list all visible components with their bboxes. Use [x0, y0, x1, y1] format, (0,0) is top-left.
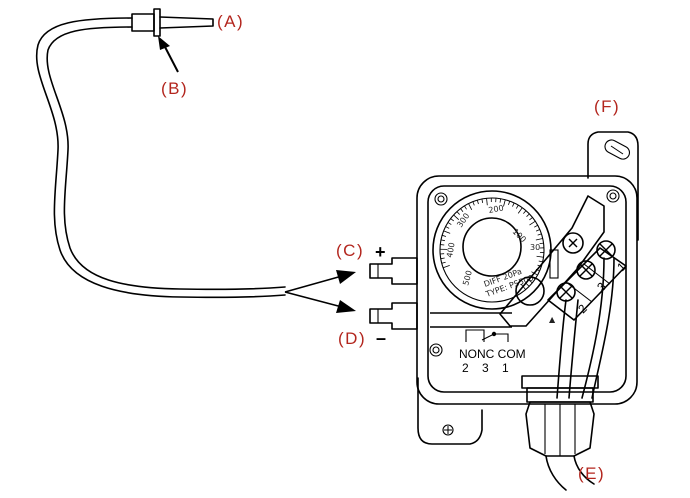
dial-tick — [534, 224, 538, 228]
cover-screw-top-left — [434, 192, 448, 206]
dial-tick — [529, 217, 533, 221]
dial-tick — [535, 238, 543, 241]
dial-tick — [523, 210, 527, 214]
switch-mechanism: ▲ — [430, 195, 605, 342]
cover-screw-top-right — [606, 189, 620, 203]
svg-text:▲: ▲ — [549, 315, 556, 324]
dial-tick — [528, 280, 533, 284]
connection-probe — [131, 8, 214, 37]
callout-a: (A) — [217, 12, 244, 31]
port-minus-nozzle — [369, 302, 418, 330]
dial-tick — [526, 213, 530, 217]
dial-tick — [442, 234, 447, 237]
dial-label-200: 200 — [488, 203, 505, 215]
dial-tick — [508, 200, 511, 206]
dial-label-100: 100 — [511, 227, 528, 244]
callout-b-arrow — [158, 36, 179, 73]
dial-label-300: 300 — [455, 211, 471, 229]
terminal-screw-3 — [576, 260, 596, 280]
dial-tick — [512, 202, 515, 207]
dial-tick — [445, 226, 450, 229]
callout-b: (B) — [161, 79, 188, 98]
terminal-label-1: 1 — [614, 259, 629, 274]
dial-tick — [536, 255, 544, 258]
dial-tick — [440, 257, 445, 260]
cover-screw-bottom-left — [429, 343, 443, 357]
callout-e: (E) — [578, 464, 605, 483]
dial-tick — [539, 242, 544, 245]
dial-tick — [517, 207, 523, 214]
dial-tick — [460, 208, 464, 213]
callout-f: (F) — [594, 97, 620, 116]
pressure-hose — [35, 17, 286, 299]
dial-tick — [456, 211, 460, 215]
contact-numbers: 2 3 1 — [462, 361, 509, 375]
port-plus-sign: + — [375, 242, 386, 262]
dial-tick — [486, 198, 488, 206]
contact-labels: NONC COM — [459, 347, 526, 361]
callout-d: (D) — [338, 329, 366, 348]
dial-tick — [440, 239, 445, 242]
dial-label-500: 500 — [461, 269, 474, 286]
port-arrows — [284, 270, 356, 313]
dial-tick — [503, 199, 506, 207]
dial-tick — [535, 229, 540, 232]
dial-tick — [538, 260, 543, 263]
terminal-screw-1 — [596, 240, 616, 260]
setpoint-dial: 500 400 300 200 100 30 DIFF 20Pa TYPE: P… — [432, 190, 552, 310]
dial-tick — [453, 214, 460, 220]
dial-tick — [526, 283, 530, 287]
cable-gland — [521, 375, 599, 491]
dial-tick — [468, 203, 473, 211]
cable-wires — [556, 257, 615, 399]
dial-tick — [499, 198, 502, 203]
dial-tick — [464, 205, 467, 210]
dial-tick — [481, 198, 484, 203]
mounting-slot — [604, 139, 631, 160]
terminal-screw-2 — [556, 282, 576, 302]
dial-tick — [450, 218, 455, 222]
callout-c: (C) — [336, 241, 364, 260]
dial-tick — [442, 265, 450, 269]
dial-tick — [476, 200, 479, 205]
dial-label-400: 400 — [445, 242, 457, 259]
dial-tick — [537, 233, 542, 236]
dial-tick — [447, 222, 452, 225]
dial-tick — [529, 220, 536, 226]
dial-tick — [443, 230, 451, 234]
dial-tick — [441, 261, 446, 264]
dial-tick — [472, 201, 475, 206]
dial-tick — [515, 204, 519, 209]
port-minus-sign: – — [376, 328, 386, 348]
dial-label-30: 30 — [530, 243, 540, 252]
